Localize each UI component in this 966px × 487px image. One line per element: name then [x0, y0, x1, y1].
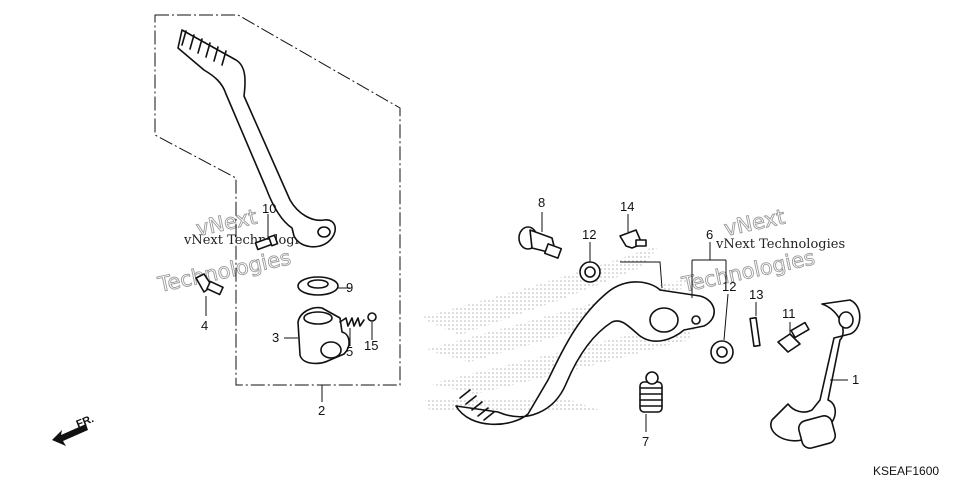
callout-12-right: 12: [722, 279, 736, 294]
watermark-left-top: vNext: [194, 205, 259, 241]
callout-5: 5: [346, 344, 353, 359]
callout-10: 10: [262, 201, 276, 216]
callout-11: 11: [782, 306, 796, 321]
bolt-10: [254, 234, 279, 251]
callout-15: 15: [364, 338, 378, 353]
kick-arm: [177, 29, 336, 248]
bolt-4: [195, 273, 224, 296]
watermark-left-mid: vNext Technologies: [183, 233, 313, 248]
callout-1: 1: [852, 372, 859, 387]
watermark-right: vNext vNext Technologies Technologies: [679, 204, 846, 297]
callouts: 10 4 9 3 5 15 2 8 12 14 6 12 13 11 1 7: [201, 195, 859, 449]
callout-7: 7: [642, 434, 649, 449]
watermark-left-big: Technologies: [155, 245, 293, 297]
callout-13: 13: [749, 287, 763, 302]
callout-3: 3: [272, 330, 279, 345]
collar-12-left: [579, 261, 601, 283]
callout-12-left: 12: [582, 227, 596, 242]
watermark-right-mid: vNext Technologies: [715, 237, 845, 252]
callout-6: 6: [706, 227, 713, 242]
front-label: FR.: [75, 413, 96, 431]
clip-14: [619, 229, 647, 249]
assembly-outline: [154, 14, 401, 386]
callout-8: 8: [538, 195, 545, 210]
callout-4: 4: [201, 318, 208, 333]
collar-12-right: [710, 340, 734, 364]
bolt-11: [777, 321, 810, 353]
brake-pedal: [455, 261, 715, 426]
leader-lines: [205, 212, 848, 432]
kick-boss-3: [297, 306, 350, 365]
pin-13: [749, 316, 761, 348]
diagram-code: KSEAF1600: [873, 464, 939, 478]
brake-pedal-teeth: [459, 389, 495, 421]
kick-arm-grip-ribs: [181, 30, 227, 66]
front-arrow-icon: [52, 424, 88, 446]
spring-5: [339, 317, 365, 327]
pivot-bolt-8: [518, 226, 563, 259]
front-direction-indicator: FR.: [52, 413, 96, 446]
callout-2: 2: [318, 403, 325, 418]
callout-9: 9: [346, 280, 353, 295]
shift-pedal-1: [770, 299, 861, 449]
ball-15: [367, 312, 377, 322]
watermark-right-top: vNext: [722, 205, 787, 241]
seal-9: [297, 276, 339, 296]
spring-7: [639, 371, 663, 413]
callout-14: 14: [620, 199, 634, 214]
